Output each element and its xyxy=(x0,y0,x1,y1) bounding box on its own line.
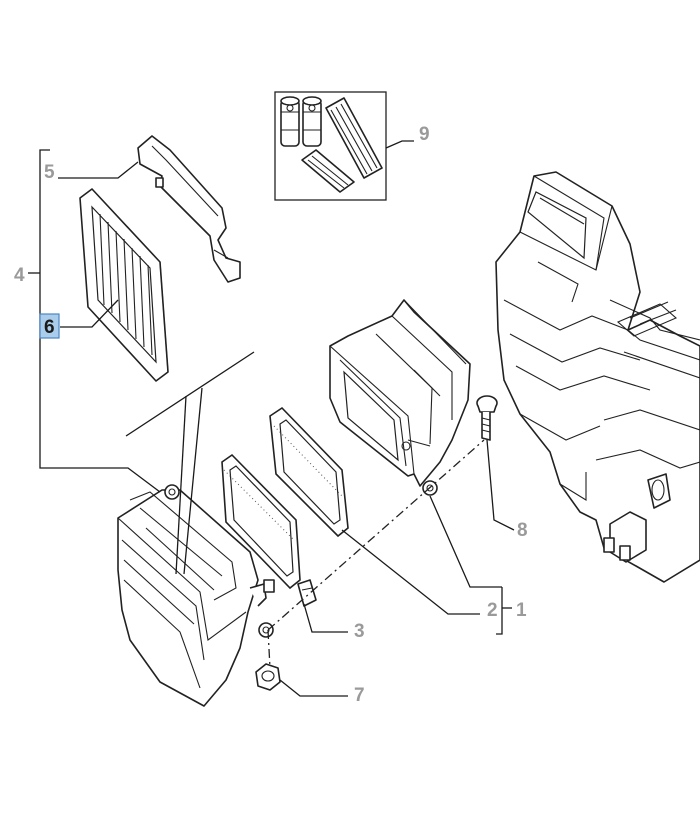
filter-bracket-part xyxy=(137,135,241,283)
hvac-unit-part xyxy=(495,171,700,583)
callout-leader-lines xyxy=(28,140,515,697)
callout-9-label[interactable]: 9 xyxy=(419,124,430,145)
callout-2-label[interactable]: 2 xyxy=(487,600,498,621)
callout-6-highlight xyxy=(39,313,60,339)
fuel-filter-icon xyxy=(302,96,322,147)
callout-3-label[interactable]: 3 xyxy=(354,621,365,642)
callout-6-label[interactable]: 6 xyxy=(44,317,55,338)
air-filter-panel-icon xyxy=(325,97,383,179)
blower-duct-part xyxy=(329,299,471,496)
callout-5-label[interactable]: 5 xyxy=(44,162,55,183)
gasket-frame-part xyxy=(269,406,349,538)
callout-4-label[interactable]: 4 xyxy=(14,265,25,286)
cabin-filter-small-icon xyxy=(301,149,355,193)
callout-8-label[interactable]: 8 xyxy=(517,520,528,541)
assembly-axis-lines xyxy=(267,439,485,669)
callout-7-label[interactable]: 7 xyxy=(354,685,365,706)
nut-part xyxy=(255,663,281,691)
gasket-outer-part xyxy=(221,453,301,590)
filter-housing-part xyxy=(117,484,275,707)
kit-inset-box xyxy=(274,91,387,201)
callout-1-label[interactable]: 1 xyxy=(516,600,527,621)
oil-filter-icon xyxy=(280,96,300,147)
cabin-filter-part xyxy=(79,188,169,382)
bolt-part xyxy=(476,395,498,441)
